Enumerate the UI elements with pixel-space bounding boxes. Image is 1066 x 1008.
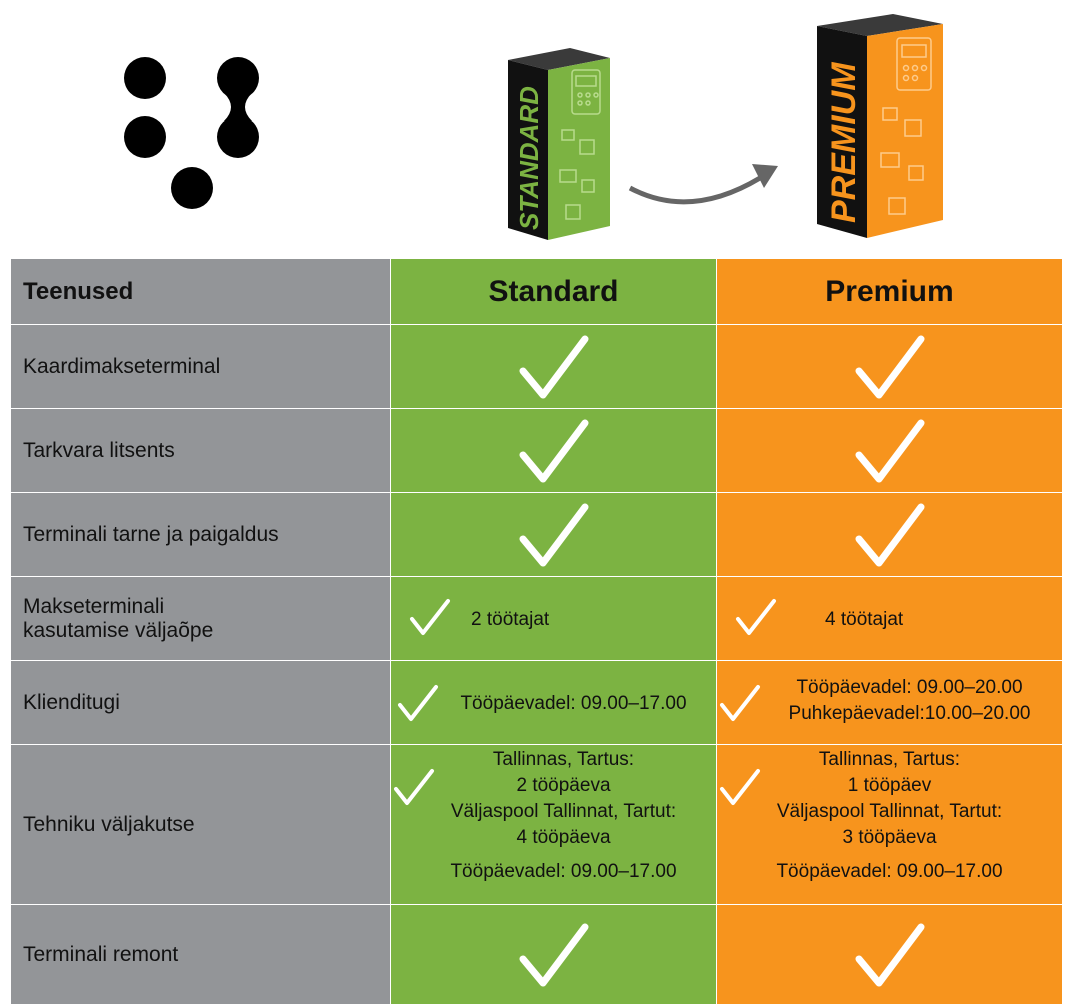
check-icon xyxy=(855,503,924,566)
standard-value: Tallinnas, Tartus: 2 tööpäeva Väljaspool… xyxy=(411,747,716,885)
check-icon xyxy=(720,769,760,805)
check-icon xyxy=(855,923,924,986)
service-name-line: Makseterminali xyxy=(23,594,165,618)
service-name: Terminali tarne ja paigaldus xyxy=(10,492,391,577)
table-row: Kaardimakseterminal xyxy=(10,324,1063,409)
dots-logo-icon xyxy=(124,57,259,209)
standard-value-line: Tööpäevadel: 09.00–17.00 xyxy=(450,861,677,882)
premium-value-line: Tallinnas, Tartus: xyxy=(818,749,961,770)
table-header-row: Teenused Standard Premium xyxy=(10,258,1063,325)
table-row: Tehniku väljakutse Tallinnas, Tartus: 2 … xyxy=(10,744,1063,905)
standard-cell xyxy=(390,324,717,409)
table-row: Makseterminali kasutamise väljaõpe 2 töö… xyxy=(10,576,1063,661)
table-row: Tarkvara litsents xyxy=(10,408,1063,493)
premium-value-line: 3 tööpäeva xyxy=(842,827,937,848)
premium-cell xyxy=(716,324,1063,409)
table-row: Terminali tarne ja paigaldus xyxy=(10,492,1063,577)
premium-cell xyxy=(716,492,1063,577)
premium-value-line: Tööpäevadel: 09.00–17.00 xyxy=(776,861,1003,882)
premium-cell xyxy=(716,904,1063,1005)
standard-cell xyxy=(390,408,717,493)
service-name: Klienditugi xyxy=(10,660,391,745)
service-name: Makseterminali kasutamise väljaõpe xyxy=(10,576,391,661)
comparison-table: Teenused Standard Premium Kaardimakseter… xyxy=(10,258,1063,1005)
standard-value-line: 4 tööpäeva xyxy=(516,827,611,848)
premium-box-label: PREMIUM xyxy=(825,62,863,223)
service-name-line: kasutamise väljaõpe xyxy=(23,618,214,642)
service-name: Kaardimakseterminal xyxy=(10,324,391,409)
standard-box-label: STANDARD xyxy=(514,86,544,230)
premium-cell xyxy=(716,408,1063,493)
header-standard: Standard xyxy=(390,258,717,325)
table-row: Terminali remont xyxy=(10,904,1063,1005)
check-icon xyxy=(394,769,434,805)
standard-cell: 2 töötajat xyxy=(390,576,717,661)
premium-value-line: 1 tööpäev xyxy=(847,775,932,796)
standard-value-line: Tallinnas, Tartus: xyxy=(492,749,635,770)
service-name: Terminali remont xyxy=(10,904,391,1005)
check-icon xyxy=(519,419,588,482)
premium-value-line: Tööpäevadel: 09.00–20.00 xyxy=(796,677,1023,698)
premium-value: Tööpäevadel: 09.00–20.00 Puhkepäevadel:1… xyxy=(757,675,1062,727)
table-row: Klienditugi Tööpäevadel: 09.00–17.00 Töö… xyxy=(10,660,1063,745)
standard-cell: Tallinnas, Tartus: 2 tööpäeva Väljaspool… xyxy=(390,744,717,905)
check-icon xyxy=(736,599,776,635)
standard-value: Tööpäevadel: 09.00–17.00 xyxy=(460,693,687,714)
upgrade-arrow-icon xyxy=(628,164,778,205)
check-icon xyxy=(410,599,450,635)
service-name: Tarkvara litsents xyxy=(10,408,391,493)
standard-cell: Tööpäevadel: 09.00–17.00 xyxy=(390,660,717,745)
header-services: Teenused xyxy=(10,258,391,325)
premium-cell: 4 töötajat xyxy=(716,576,1063,661)
standard-value-line: 2 tööpäeva xyxy=(516,775,611,796)
standard-value-line: Väljaspool Tallinnat, Tartut: xyxy=(450,801,677,822)
check-icon xyxy=(398,685,438,721)
premium-cell: Tööpäevadel: 09.00–20.00 Puhkepäevadel:1… xyxy=(716,660,1063,745)
standard-value: 2 töötajat xyxy=(471,609,550,630)
check-icon xyxy=(720,685,760,721)
premium-cell: Tallinnas, Tartus: 1 tööpäev Väljaspool … xyxy=(716,744,1063,905)
premium-product-box: PREMIUM xyxy=(817,14,943,238)
check-icon xyxy=(519,335,588,398)
header-premium: Premium xyxy=(716,258,1063,325)
service-name: Tehniku väljakutse xyxy=(10,744,391,905)
premium-value: 4 töötajat xyxy=(825,609,904,630)
check-icon xyxy=(855,335,924,398)
premium-value: Tallinnas, Tartus: 1 tööpäev Väljaspool … xyxy=(717,747,1062,885)
standard-cell xyxy=(390,904,717,1005)
standard-product-box: STANDARD xyxy=(508,48,610,240)
check-icon xyxy=(855,419,924,482)
standard-cell xyxy=(390,492,717,577)
premium-value-line: Väljaspool Tallinnat, Tartut: xyxy=(776,801,1003,822)
check-icon xyxy=(519,503,588,566)
check-icon xyxy=(519,923,588,986)
premium-value-line: Puhkepäevadel:10.00–20.00 xyxy=(788,703,1031,724)
